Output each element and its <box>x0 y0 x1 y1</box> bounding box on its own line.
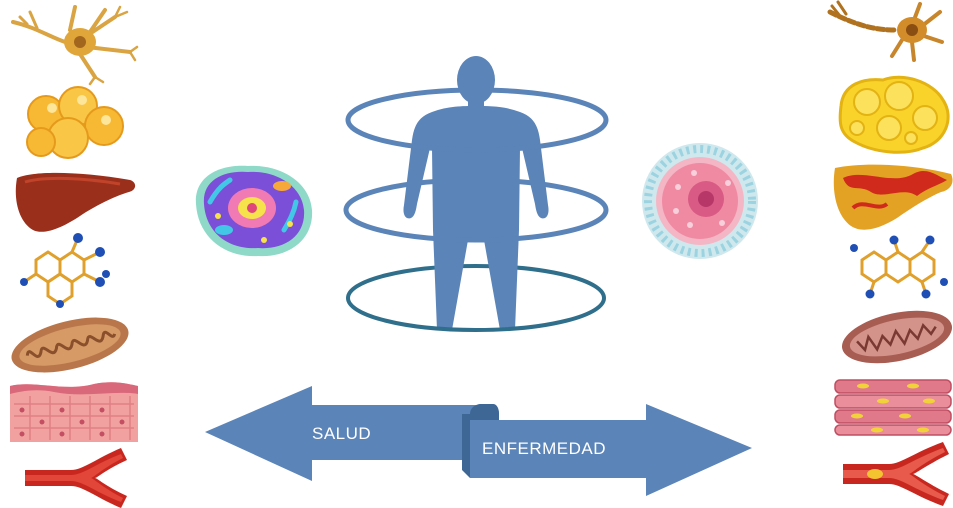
muscle-tissue-damaged-icon <box>834 379 952 436</box>
mitochondrion-icon <box>11 317 129 373</box>
disease-label: ENFERMEDAD <box>482 439 606 458</box>
body-silhouette <box>403 56 549 330</box>
blood-vessel-icon <box>25 448 127 508</box>
neuron-damaged-icon <box>827 0 944 62</box>
adipocytes-icon <box>26 86 124 159</box>
human-body-figure <box>343 56 609 332</box>
diseased-cell-icon <box>642 143 758 259</box>
top-ring-front <box>345 119 609 153</box>
bottom-ring-front <box>346 297 606 332</box>
liver-diseased-icon <box>833 164 953 230</box>
molecule-icon <box>20 233 110 308</box>
health-label: SALUD <box>312 424 371 443</box>
liver-icon <box>15 172 136 232</box>
bottom-ring-back <box>346 264 606 299</box>
health-arrow: SALUD <box>205 386 498 481</box>
molecule-altered-icon <box>850 235 948 299</box>
middle-ring-front <box>343 209 609 243</box>
mitochondrion-damaged-icon <box>841 310 953 364</box>
adipocytes-swollen-icon <box>838 75 950 154</box>
healthy-cell-icon <box>195 165 313 257</box>
blood-vessel-plaque-icon <box>843 442 949 506</box>
muscle-tissue-icon <box>10 382 138 442</box>
disease-arrow: ENFERMEDAD <box>462 404 752 496</box>
neuron-icon <box>11 5 139 86</box>
